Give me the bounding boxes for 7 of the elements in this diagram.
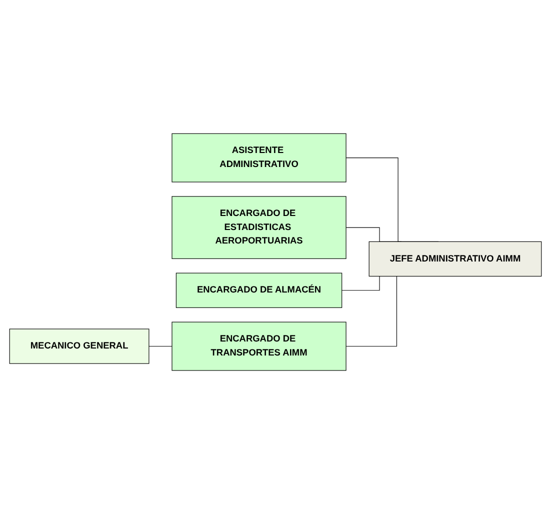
node-box: ENCARGADO DE TRANSPORTES AIMM xyxy=(172,322,346,372)
node-box: JEFE ADMINISTRATIVO AIMM xyxy=(368,242,542,277)
node-box: ENCARGADO DE ESTADISTICAS AEROPORTUARIAS xyxy=(172,196,346,260)
node-box: ASISTENTE ADMINISTRATIVO xyxy=(172,134,346,183)
node-box: MECANICO GENERAL xyxy=(9,329,150,364)
node-box: ENCARGADO DE ALMACÉN xyxy=(176,273,342,308)
connector xyxy=(148,346,172,347)
